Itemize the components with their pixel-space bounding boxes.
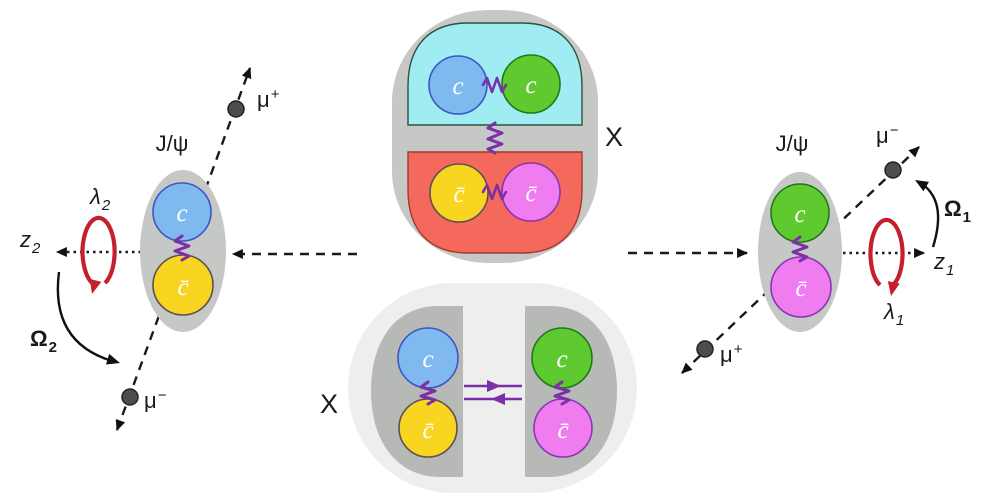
molecular-x-label: X <box>320 389 338 419</box>
compact-charm2-label: c <box>525 72 536 99</box>
left-helicity-label: λ2 <box>89 184 111 214</box>
left-jpsi-system: c c̄ J/ψ μ+ μ− z2 λ2 Ω2 <box>19 66 357 432</box>
right-muon-plus-dot <box>696 340 714 358</box>
compact-anticharm2-circle <box>501 162 561 222</box>
right-muon-minus-dot <box>884 161 902 179</box>
compact-x-label: X <box>605 122 623 152</box>
right-omega-label: Ω1 <box>944 196 971 226</box>
left-gluon-zigzag <box>173 234 191 262</box>
molecular-tetraquark: c c̄ c c̄ X <box>320 283 637 493</box>
diquark-gluon-zigzag <box>481 76 508 94</box>
right-jpsi-system: c c̄ J/ψ μ− μ+ z1 λ1 Ω1 <box>628 122 971 374</box>
right-helicity-label: λ1 <box>883 299 904 329</box>
molecular-right-gluon-zigzag <box>553 380 571 406</box>
right-muon-plus-label: μ+ <box>720 341 743 367</box>
interdiquark-gluon-zigzag <box>486 121 504 155</box>
right-anticharm-quark-circle <box>770 256 832 318</box>
compact-charm1-label: c <box>452 73 463 100</box>
compact-charm1-circle <box>428 55 488 115</box>
left-z-axis-label: z2 <box>19 227 41 257</box>
molecular-right-anticharm-label: c̄ <box>557 417 569 444</box>
left-helicity-arrowhead <box>89 278 102 294</box>
left-jpsi-label: J/ψ <box>156 131 189 156</box>
left-omega-angle-arc <box>56 271 113 363</box>
left-muon-plus-dot <box>227 100 245 118</box>
right-jpsi-label: J/ψ <box>776 131 809 156</box>
compact-anticharm1-circle <box>429 163 489 223</box>
compact-tetraquark: c c c̄ c̄ X <box>392 10 623 263</box>
right-helicity-rotation-arrow <box>868 217 905 287</box>
right-z-axis-label: z1 <box>933 249 954 279</box>
right-charm-quark-circle <box>770 183 830 243</box>
right-omega-angle-arc <box>918 180 940 248</box>
left-muon-plus-label: μ+ <box>257 86 280 112</box>
exchange-arrowhead-left <box>491 393 505 405</box>
molecular-left-anticharm-label: c̄ <box>422 417 434 444</box>
molecular-left-charm-label: c <box>422 346 433 373</box>
compact-charm2-circle <box>501 54 561 114</box>
molecular-right-charm-label: c <box>556 346 567 373</box>
right-muon-minus-label: μ− <box>876 122 899 148</box>
right-charm-label: c <box>794 201 805 228</box>
left-charm-label: c <box>176 200 187 227</box>
exchange-arrowhead-right <box>487 380 501 392</box>
left-muon-minus-dot <box>121 388 139 406</box>
antidiquark-gluon-zigzag <box>481 183 508 201</box>
right-helicity-arrowhead <box>887 281 900 296</box>
left-anticharm-label: c̄ <box>177 274 189 301</box>
compact-anticharm2-label: c̄ <box>525 180 537 207</box>
compact-anticharm1-label: c̄ <box>453 181 465 208</box>
left-helicity-rotation-arrow <box>80 215 117 287</box>
left-omega-label: Ω2 <box>30 326 57 356</box>
left-muon-minus-label: μ− <box>144 387 167 413</box>
molecular-left-gluon-zigzag <box>419 380 437 406</box>
right-anticharm-label: c̄ <box>795 275 807 302</box>
left-omega-arrowhead <box>106 353 120 365</box>
right-omega-arrowhead <box>915 180 929 192</box>
right-gluon-zigzag <box>791 235 809 263</box>
left-charm-quark-circle <box>152 182 212 242</box>
